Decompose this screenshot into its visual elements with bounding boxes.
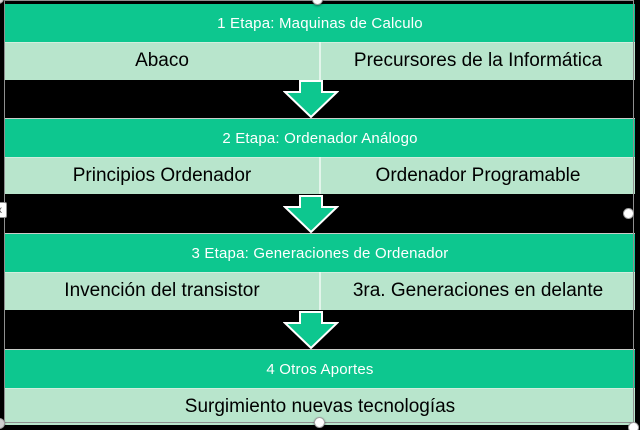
stage-3-cells: Invención del transistor 3ra. Generacion… [5, 272, 635, 310]
stage-3-cell-left-label: Invención del transistor [64, 280, 260, 301]
stage-1-cell-left[interactable]: Abaco [5, 42, 319, 80]
stage-1-cell-right[interactable]: Precursores de la Informática [319, 42, 635, 80]
stage-4-cell-label: Surgimiento nuevas tecnologías [184, 395, 456, 417]
stage-1-cells: Abaco Precursores de la Informática [5, 42, 635, 80]
stage-3-cell-right-label: 3ra. Generaciones en delante [352, 280, 604, 301]
stage-4-title: 4 Otros Aportes [266, 360, 374, 378]
stages-table[interactable]: 1 Etapa: Maquinas de Calculo Abaco Precu… [5, 4, 635, 425]
selection-handle-left-middle[interactable]: x [0, 202, 7, 218]
stage-3-cell-right[interactable]: 3ra. Generaciones en delante [319, 272, 635, 310]
stage-3-title: 3 Etapa: Generaciones de Ordenador [191, 244, 449, 262]
selection-handle-top-left[interactable] [0, 0, 4, 4]
stage-1-cell-right-label: Precursores de la Informática [353, 50, 603, 71]
stage-2-connector-row [5, 194, 635, 234]
stage-1-cell-left-label: Abaco [135, 50, 189, 71]
stage-2-cell-right[interactable]: Ordenador Programable [319, 157, 635, 194]
stage-1-connector-row [5, 80, 635, 119]
stage-1-title: 1 Etapa: Maquinas de Calculo [217, 14, 423, 32]
stage-2-header[interactable]: 2 Etapa: Ordenador Análogo [5, 118, 635, 157]
down-arrow-icon [282, 311, 340, 350]
stage-2-title: 2 Etapa: Ordenador Análogo [222, 129, 418, 147]
stage-3-header[interactable]: 3 Etapa: Generaciones de Ordenador [5, 233, 635, 272]
stage-2-cells: Principios Ordenador Ordenador Programab… [5, 157, 635, 194]
selection-handle-bottom-center[interactable] [314, 417, 325, 428]
stage-2-cell-right-label: Ordenador Programable [375, 164, 581, 186]
down-arrow-icon [282, 195, 340, 234]
stage-4-cell[interactable]: Surgimiento nuevas tecnologías [5, 388, 635, 425]
selection-handle-right-middle[interactable] [623, 208, 634, 219]
down-arrow-icon [282, 80, 340, 119]
stage-2-cell-left-label: Principios Ordenador [72, 164, 252, 186]
stage-2-cell-left[interactable]: Principios Ordenador [5, 157, 319, 194]
stage-3-cell-left[interactable]: Invención del transistor [5, 272, 319, 310]
stage-4-header[interactable]: 4 Otros Aportes [5, 349, 635, 388]
stage-3-connector-row [5, 310, 635, 350]
selection-handle-bottom-right[interactable] [628, 422, 639, 430]
stage-1-header[interactable]: 1 Etapa: Maquinas de Calculo [5, 4, 635, 42]
selection-handle-glyph: x [0, 205, 2, 216]
